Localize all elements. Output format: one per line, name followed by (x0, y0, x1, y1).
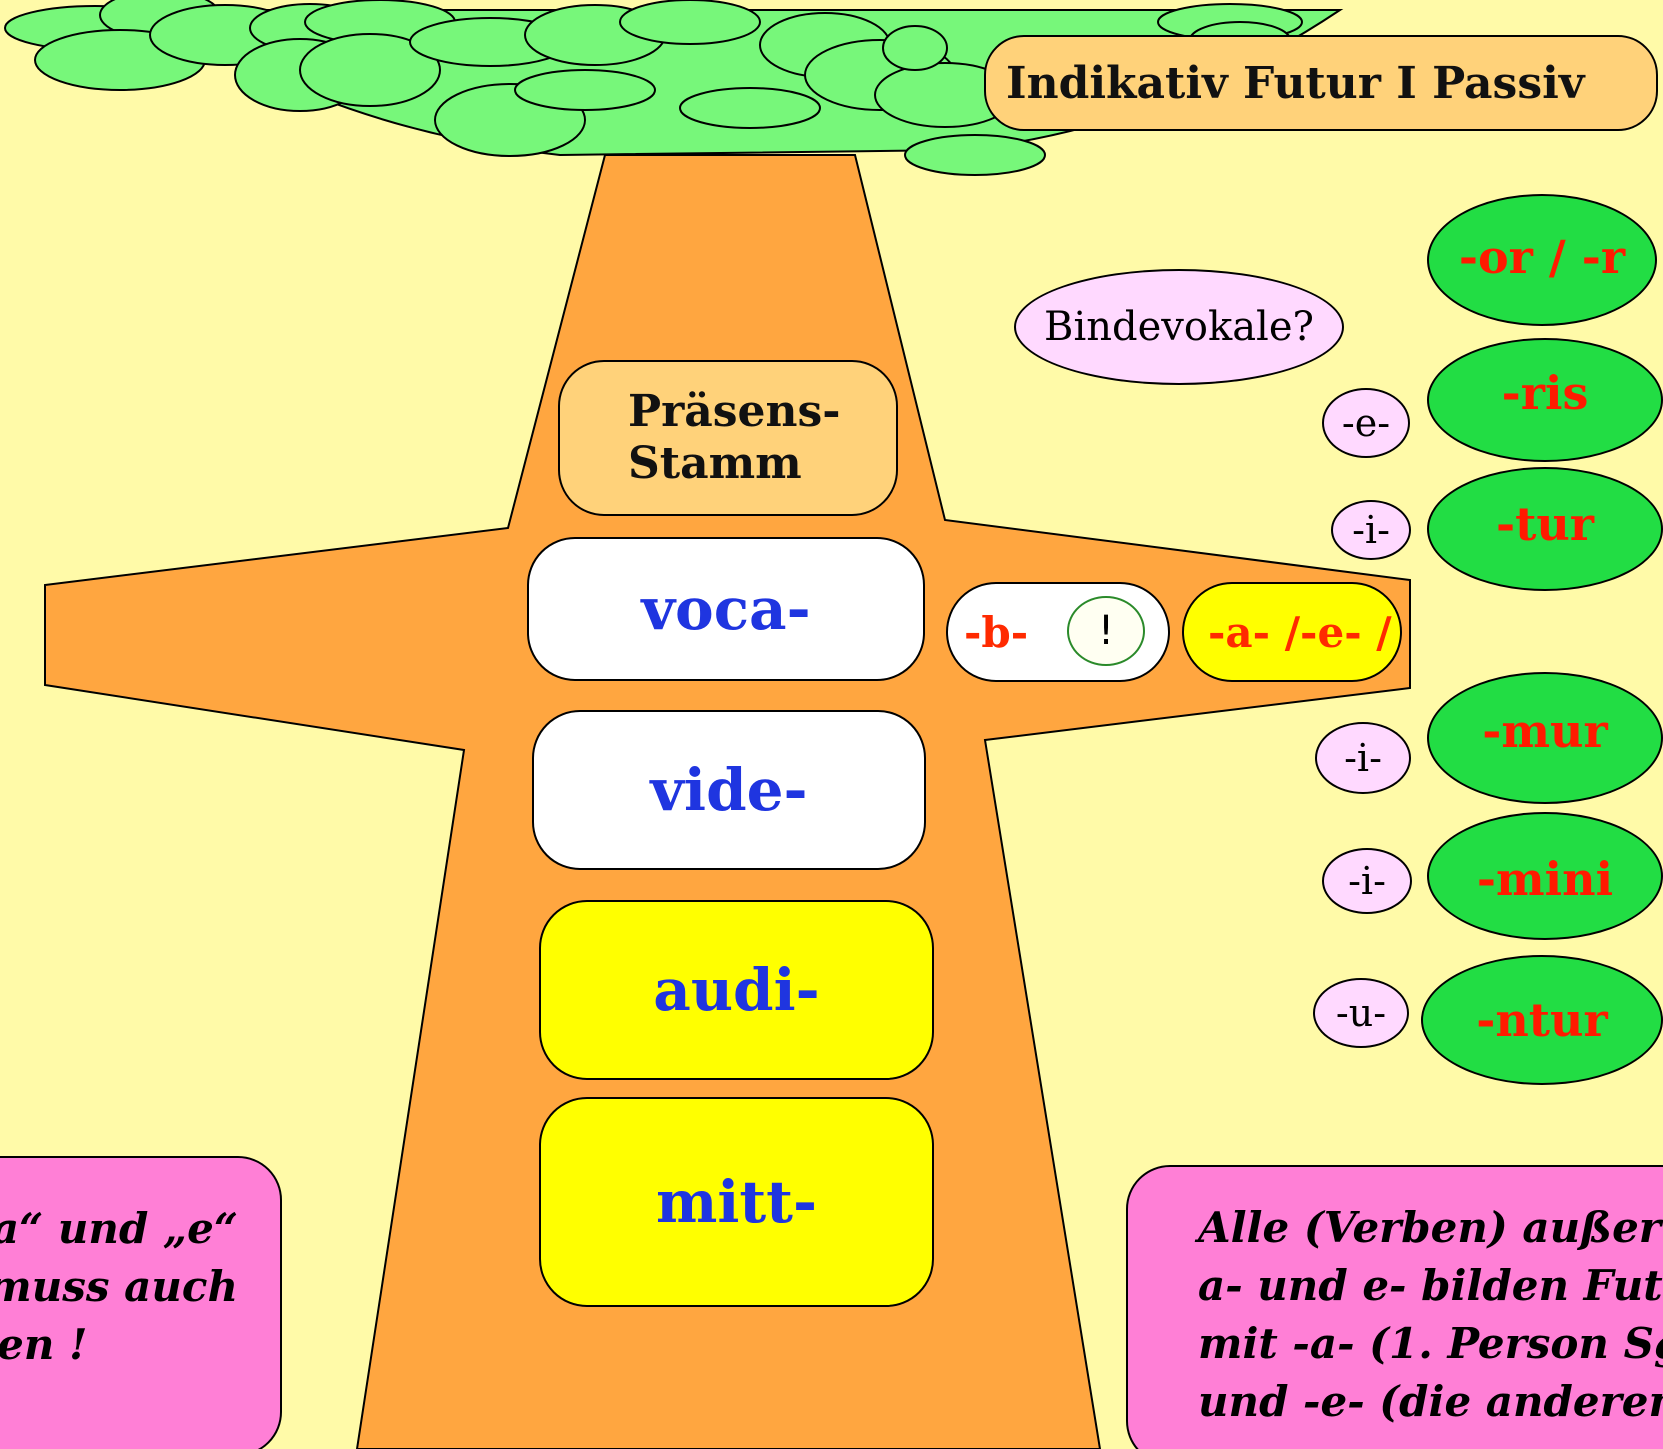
note-right-line-4: und -e- (die anderen) (1198, 1377, 1663, 1426)
bindevokal-u: -u- (1313, 978, 1409, 1048)
verb-audi: audi- (539, 900, 934, 1080)
note-left-text: „a“ und „e“ muss auch gen ! (0, 1200, 238, 1374)
bindevokal-i-2: -i- (1315, 722, 1411, 794)
ending-or-r: -or / -r (1427, 194, 1657, 326)
note-left: „a“ und „e“ muss auch gen ! (0, 1156, 282, 1449)
bindevokal-i-1: -i- (1331, 500, 1411, 560)
ending-tur: -tur (1427, 467, 1663, 591)
present-stem-label: Präsens- Stamm (558, 360, 898, 516)
bindevokal-i-3: -i- (1322, 848, 1412, 914)
note-left-line-2: muss auch (0, 1262, 238, 1311)
ending-ntur: -ntur (1421, 955, 1663, 1085)
verb-vide: vide- (532, 710, 926, 870)
stem-label-line-2: Stamm (628, 438, 802, 489)
vowel-marker-a-e: -a- /-e- / (1182, 582, 1402, 682)
page-title: Indikativ Futur I Passiv (984, 35, 1658, 131)
leaf-cluster (4, 0, 1303, 176)
ending-mur: -mur (1427, 672, 1663, 804)
exclamation-marker: ! (1067, 596, 1145, 666)
note-left-line-3: gen ! (0, 1320, 88, 1369)
note-right: Alle (Verben) außer a- und e- bilden Fut… (1126, 1165, 1663, 1449)
verb-mitt: mitt- (539, 1097, 934, 1307)
question-bindevokale: Bindevokale? (1014, 269, 1344, 385)
note-right-line-3: mit -a- (1. Person Sg.) (1198, 1319, 1663, 1368)
note-right-line-2: a- und e- bilden Futur (1198, 1261, 1663, 1310)
ending-ris: -ris (1427, 338, 1663, 462)
ending-mini: -mini (1427, 812, 1663, 940)
bindevokal-e: -e- (1322, 388, 1410, 458)
note-right-line-1: Alle (Verben) außer (1198, 1203, 1661, 1252)
verb-voca: voca- (527, 537, 925, 681)
note-left-line-1: „a“ und „e“ (0, 1204, 238, 1253)
stem-label-line-1: Präsens- (628, 386, 841, 437)
